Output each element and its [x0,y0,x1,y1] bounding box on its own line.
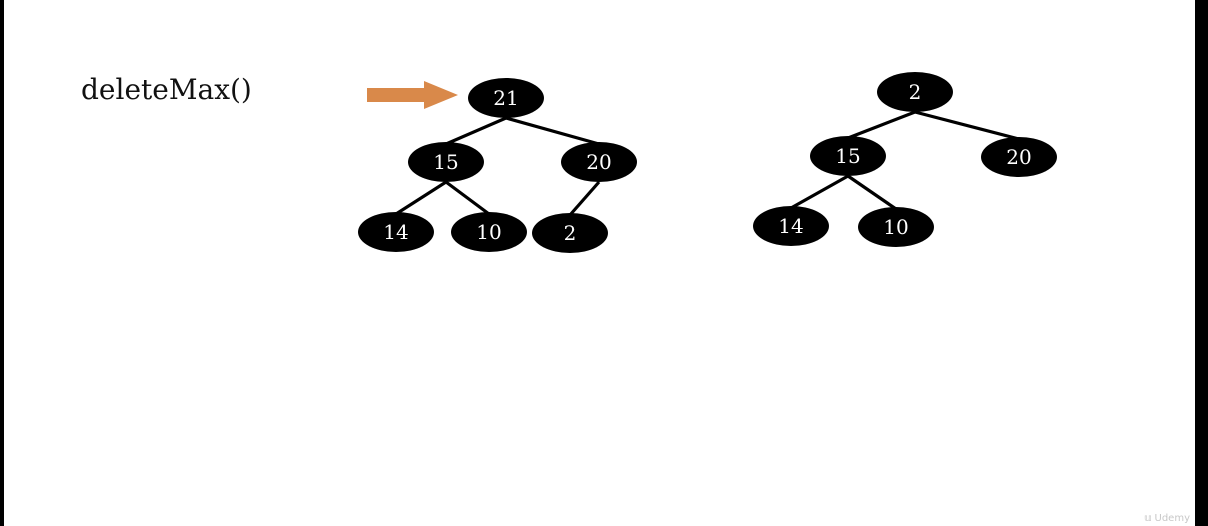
heap-node-label: 2 [564,221,577,245]
heap-node-label: 10 [476,220,501,244]
heap-node-shape [858,207,934,247]
tree-after: 2 15 20 14 10 [753,72,1057,247]
slide-title: deleteMax() [81,73,252,106]
heap-node: 15 [408,142,484,182]
tree-before-edges [395,116,601,217]
heap-node-shape [561,142,637,182]
heap-node-label: 15 [835,144,860,168]
heap-node-shape [532,213,608,253]
tree-edge [847,110,916,140]
heap-node: 21 [468,78,544,118]
heap-node-label: 10 [883,215,908,239]
heap-node-shape [877,72,953,112]
tree-edge [505,116,600,146]
heap-node-label: 15 [433,150,458,174]
watermark-text: Udemy [1154,513,1190,524]
heap-node: 14 [753,206,829,246]
heap-node-shape [753,206,829,246]
tree-edge [568,180,601,217]
heap-node: 2 [532,213,608,253]
udemy-logo-icon: 𝕦 [1144,513,1152,524]
heap-node-shape [468,78,544,118]
heap-node-label: 20 [1006,145,1031,169]
heap-node-shape [451,212,527,252]
heap-node-label: 2 [909,80,922,104]
tree-edge [847,174,897,211]
heap-node: 20 [561,142,637,182]
heap-node: 10 [451,212,527,252]
heap-node: 15 [810,136,886,176]
tree-after-edges [790,110,1020,211]
heap-node-shape [810,136,886,176]
heap-node: 14 [358,212,434,252]
heap-node: 10 [858,207,934,247]
tree-before-nodes: 21 15 20 14 10 2 [358,78,637,253]
heap-node-label: 21 [493,86,518,110]
heap-node-label: 14 [778,214,803,238]
heap-node-shape [981,137,1057,177]
slide [4,0,1195,526]
tree-after-nodes: 2 15 20 14 10 [753,72,1057,247]
pointer-arrow [367,81,458,109]
heap-node: 20 [981,137,1057,177]
heap-node-shape [408,142,484,182]
heap-node-shape [358,212,434,252]
tree-edge [790,174,849,210]
tree-edge [914,110,1020,141]
heap-node: 2 [877,72,953,112]
heap-node-label: 20 [586,150,611,174]
tree-edge [445,116,507,146]
heap-node-label: 14 [383,220,408,244]
tree-edge [395,180,447,216]
tree-before: 21 15 20 14 10 2 [358,78,637,253]
tree-edge [445,180,490,216]
